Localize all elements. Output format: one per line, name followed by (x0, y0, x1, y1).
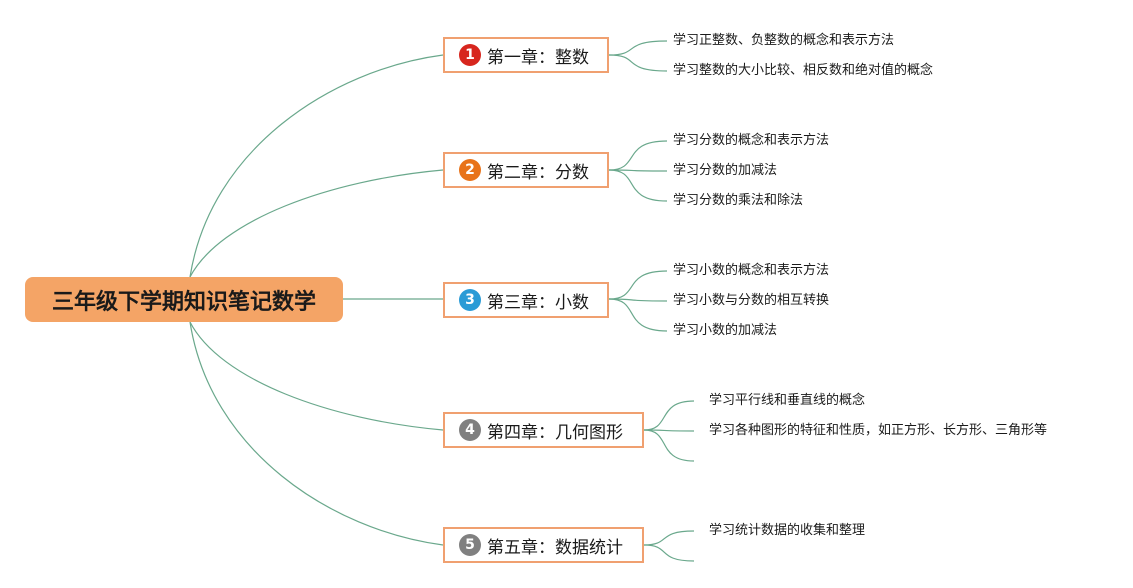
number-badge-icon: 2 (459, 159, 481, 181)
subtopic-2-2[interactable]: 学习分数的加减法 (673, 163, 778, 178)
chapter-title: 第四章：几何图形 (487, 422, 623, 443)
link-chapter-2-item-3 (608, 169, 668, 202)
chapter-title: 第三章：小数 (487, 292, 589, 313)
subtopic-4-2[interactable]: 学习各种图形的特征和性质，如正方形、长方形、三角形等 (709, 423, 1048, 438)
number-badge-icon: 1 (459, 44, 481, 66)
subtopic-5-1[interactable]: 学习统计数据的收集和整理 (709, 523, 866, 538)
chapter-title: 第一章：整数 (487, 47, 589, 68)
link-chapter-2-item-1 (608, 140, 668, 171)
link-chapter-5-item-2 (643, 544, 695, 562)
number-badge-icon: 3 (459, 289, 481, 311)
subtopic-3-3[interactable]: 学习小数的加减法 (673, 323, 778, 338)
chapter-topic-3[interactable]: 3 第三章：小数 (443, 282, 609, 318)
link-root-chapter-1 (189, 54, 444, 278)
subtopic-1-1[interactable]: 学习正整数、负整数的概念和表示方法 (673, 33, 895, 48)
link-chapter-4-item-3 (643, 429, 695, 462)
subtopic-3-1[interactable]: 学习小数的概念和表示方法 (673, 263, 830, 278)
subtopic-3-2[interactable]: 学习小数与分数的相互转换 (673, 293, 830, 308)
subtopic-2-3[interactable]: 学习分数的乘法和除法 (673, 193, 804, 208)
link-root-chapter-4 (189, 321, 444, 431)
root-topic[interactable]: 三年级下学期知识笔记数学 (25, 277, 343, 322)
link-chapter-3-item-2 (608, 298, 668, 302)
chapter-title: 第五章：数据统计 (487, 537, 623, 558)
chapter-topic-5[interactable]: 5 第五章：数据统计 (443, 527, 644, 563)
chapter-topic-2[interactable]: 2 第二章：分数 (443, 152, 609, 188)
link-chapter-2-item-2 (608, 169, 668, 172)
link-chapter-5-item-1 (643, 530, 695, 546)
chapter-topic-1[interactable]: 1 第一章：整数 (443, 37, 609, 73)
subtopic-1-2[interactable]: 学习整数的大小比较、相反数和绝对值的概念 (673, 63, 934, 78)
link-chapter-3-item-3 (608, 298, 668, 332)
link-chapter-3-item-1 (608, 270, 668, 300)
chapter-title: 第二章：分数 (487, 162, 589, 183)
link-chapter-4-item-2 (643, 429, 695, 432)
chapter-topic-4[interactable]: 4 第四章：几何图形 (443, 412, 644, 448)
link-chapter-4-item-1 (643, 400, 695, 431)
subtopic-2-1[interactable]: 学习分数的概念和表示方法 (673, 133, 830, 148)
link-chapter-1-item-1 (608, 40, 668, 56)
number-badge-icon: 4 (459, 419, 481, 441)
link-chapter-1-item-2 (608, 54, 668, 72)
link-root-chapter-5 (189, 321, 444, 546)
number-badge-icon: 5 (459, 534, 481, 556)
subtopic-4-1[interactable]: 学习平行线和垂直线的概念 (709, 393, 866, 408)
link-root-chapter-2 (189, 169, 444, 278)
